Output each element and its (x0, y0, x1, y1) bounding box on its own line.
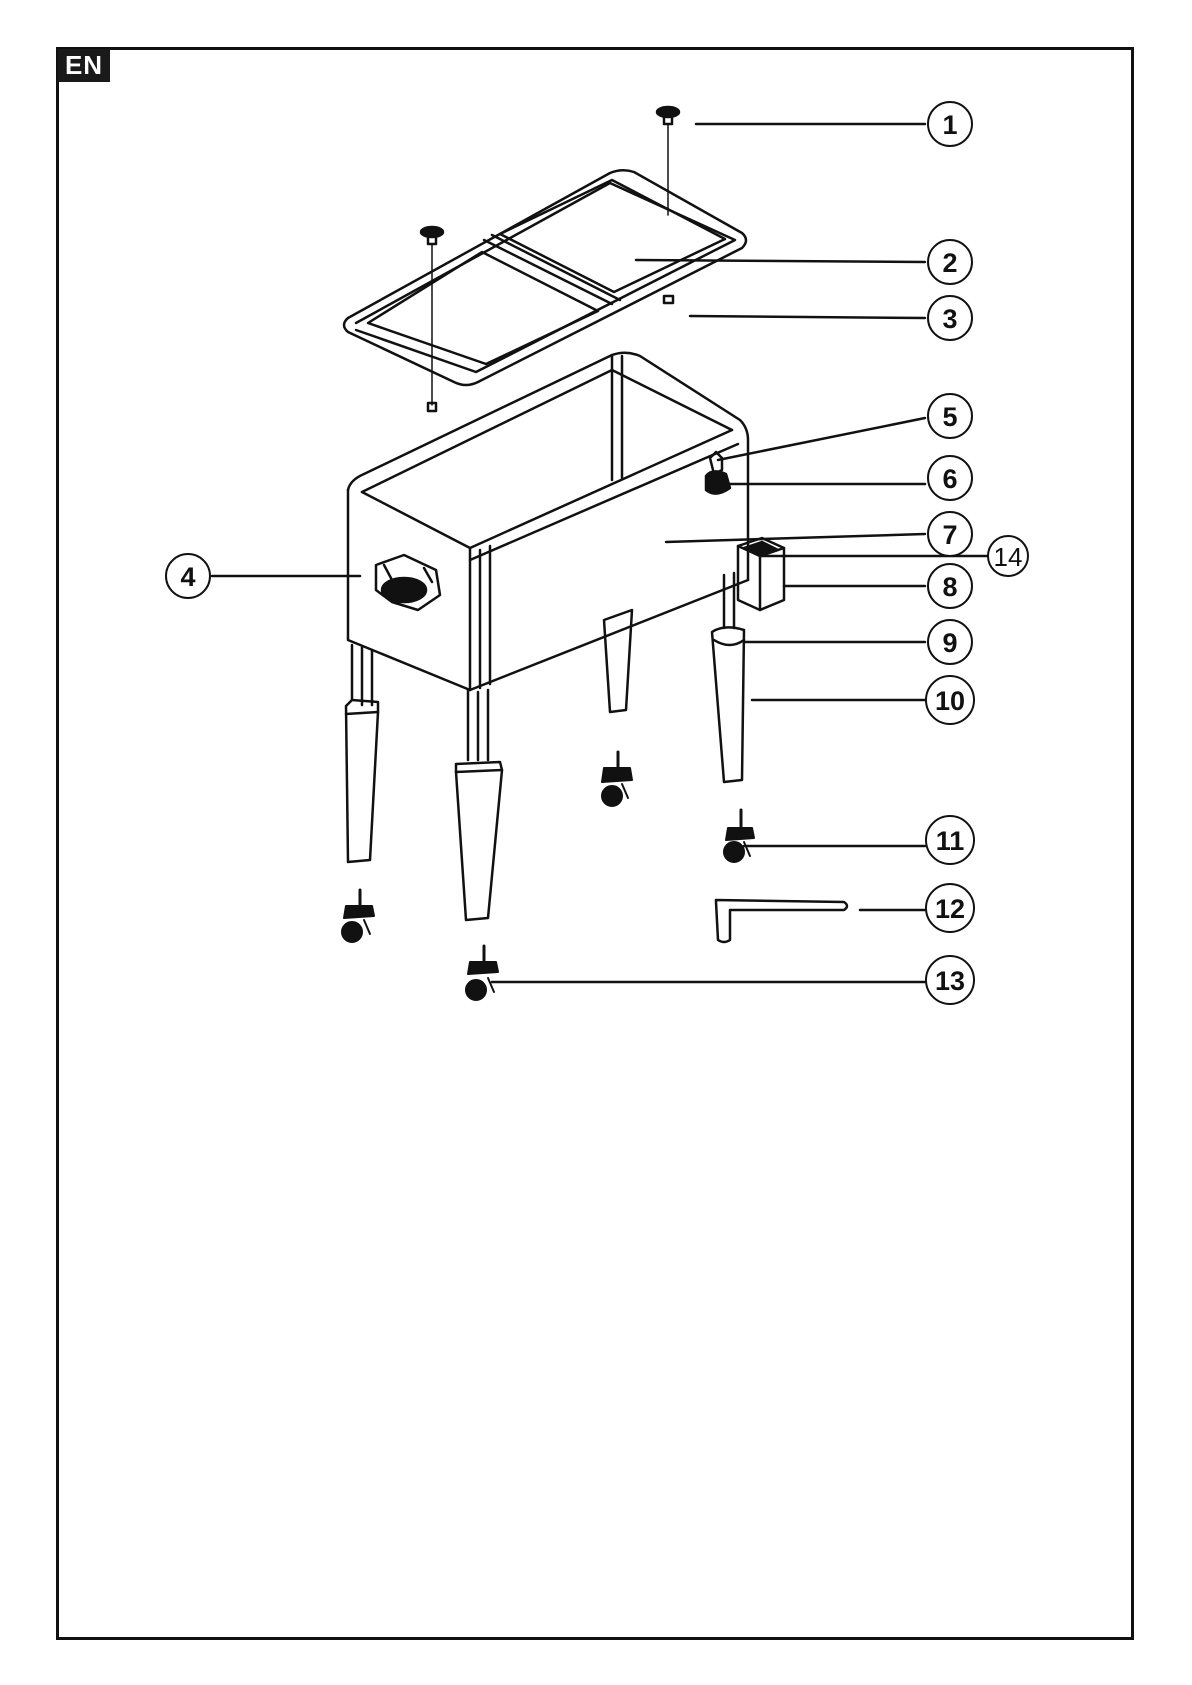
callout-3: 3 (942, 304, 957, 334)
lid-knob-left (421, 227, 443, 411)
leg-front-left (346, 645, 378, 862)
callout-1: 1 (942, 110, 957, 140)
callout-labels: 1 2 3 4 5 6 7 8 9 10 11 12 13 14 (180, 110, 1022, 996)
hex-key (716, 900, 847, 942)
caster-back-right (724, 810, 754, 862)
callout-13: 13 (935, 966, 965, 996)
callout-circles (166, 102, 1028, 1004)
callout-6: 6 (942, 464, 957, 494)
callout-4: 4 (180, 562, 195, 592)
cap-catcher (738, 538, 784, 610)
lid-knob-right (657, 107, 679, 215)
callout-7: 7 (942, 520, 957, 550)
lid-hinge (664, 296, 673, 303)
caster-front-left (342, 890, 374, 942)
callout-2: 2 (942, 248, 957, 278)
callout-8: 8 (942, 572, 957, 602)
side-handle (376, 555, 440, 610)
callout-5: 5 (942, 402, 957, 432)
callout-11: 11 (936, 826, 965, 856)
leader-lines (212, 124, 988, 982)
callout-9: 9 (942, 628, 957, 658)
callout-12: 12 (935, 894, 965, 924)
caster-front-center (466, 946, 498, 1000)
leg-front-center (456, 690, 502, 920)
callout-14: 14 (994, 542, 1023, 572)
cooler-body (348, 353, 748, 690)
leg-back (604, 610, 632, 712)
caster-back (602, 752, 632, 806)
callout-10: 10 (935, 686, 965, 716)
leg-back-right (712, 573, 744, 782)
lid (344, 170, 746, 385)
